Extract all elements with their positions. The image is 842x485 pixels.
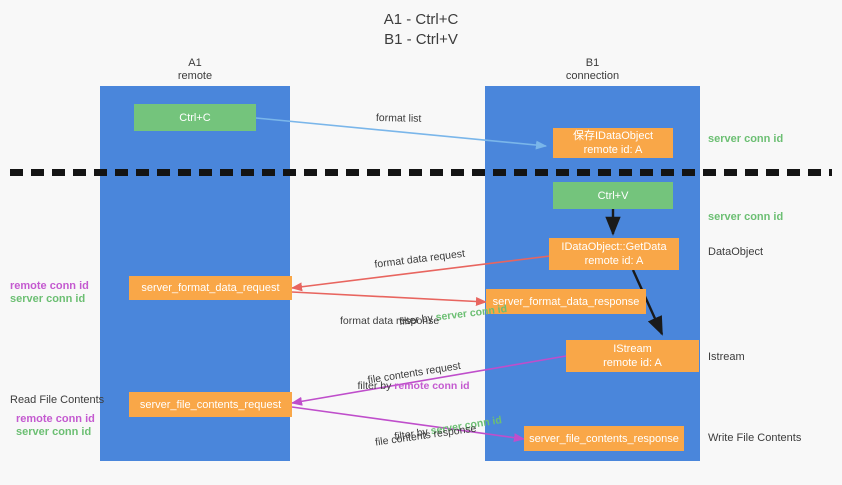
edge-label-format-data-request-text: format data request <box>373 247 466 271</box>
label-server-conn-id-top: server conn id <box>708 133 784 145</box>
arrow-file-contents-response <box>291 406 526 443</box>
label-remote-conn-id-lower: remote conn id <box>16 413 95 425</box>
edge-label-format-list: format list <box>375 111 422 125</box>
label-server-conn-id-upper: server conn id <box>10 293 86 305</box>
label-write-file-contents: Write File Contents <box>708 432 802 444</box>
edge-label-filter-by-2: filter by remote conn id <box>340 364 470 409</box>
node-server-format-data-response[interactable]: server_format_data_response <box>486 289 646 314</box>
edge-label-file-contents-response-text: file contents response <box>374 422 478 449</box>
label-istream: Istream <box>708 351 745 363</box>
filter-by-key-2: remote conn id <box>394 380 470 392</box>
label-server-conn-id-lower: server conn id <box>16 426 92 438</box>
label-read-file-contents: Read File Contents <box>10 394 105 406</box>
arrow-format-data-request <box>290 255 551 292</box>
lane-header-a1: A1 remote <box>177 57 213 82</box>
lane-header-b1: B1 connection <box>565 57 620 82</box>
node-istream[interactable]: IStream remote id: A <box>566 340 699 372</box>
label-server-conn-id-mid: server conn id <box>708 211 784 223</box>
node-idataobject[interactable]: 保存IDataObject remote id: A <box>553 128 673 158</box>
arrow-getdata-to-istream <box>631 269 664 336</box>
node-ctrl-c[interactable]: Ctrl+C <box>134 104 256 131</box>
node-server-file-contents-request[interactable]: server_file_contents_request <box>129 392 292 417</box>
edge-label-format-data-response-text: format data response <box>340 315 440 327</box>
arrow-file-contents-request <box>290 355 567 406</box>
arrow-format-data-response <box>291 291 488 306</box>
page-title: A1 - Ctrl+C B1 - Ctrl+V <box>383 11 459 48</box>
node-idataobject-getdata[interactable]: IDataObject::GetData remote id: A <box>549 238 679 270</box>
node-server-format-data-request[interactable]: server_format_data_request <box>129 276 292 300</box>
label-remote-conn-id-upper: remote conn id <box>10 280 89 292</box>
edge-label-format-data-response: format data response filter by remote co… <box>340 284 470 439</box>
label-dataobject: DataObject <box>708 246 764 258</box>
edge-label-file-contents-request-text: file contents request <box>366 359 462 387</box>
arrow-format-list <box>255 117 548 150</box>
filter-by-prefix-2: filter by <box>357 380 395 392</box>
node-ctrl-v[interactable]: Ctrl+V <box>553 182 673 209</box>
phase-divider <box>10 169 832 176</box>
node-server-file-contents-response[interactable]: server_file_contents_response <box>524 426 684 451</box>
